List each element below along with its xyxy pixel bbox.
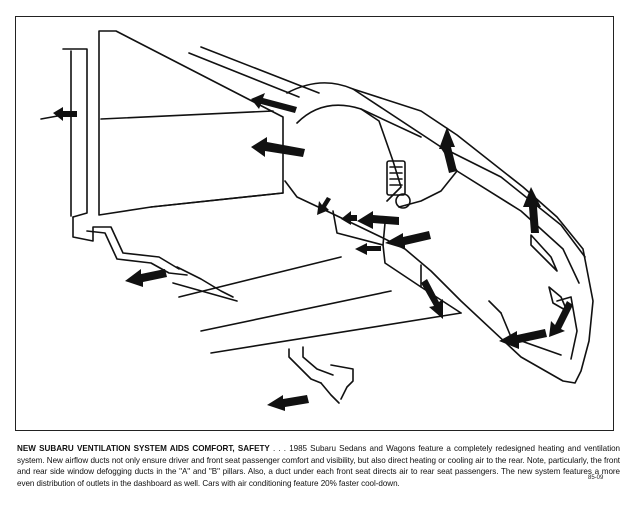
rear-defog-arrow xyxy=(53,107,77,121)
rear-duct-arrow xyxy=(421,279,443,319)
caption-headline: NEW SUBARU VENTILATION SYSTEM AIDS COMFO… xyxy=(17,444,270,453)
rear-seat-duct-outline xyxy=(288,346,354,404)
windshield-outline xyxy=(188,46,320,98)
center-vent-arrow-lower xyxy=(385,231,431,249)
rear-seat-floor-arrow xyxy=(267,395,309,411)
front-floor-arrow xyxy=(125,269,167,287)
lower-left-vent-arrow xyxy=(317,197,331,215)
dashboard-outline xyxy=(284,82,594,384)
center-vents-outline xyxy=(332,160,462,314)
photo-code: 85-09 xyxy=(588,475,604,481)
photo-caption: NEW SUBARU VENTILATION SYSTEM AIDS COMFO… xyxy=(17,443,620,489)
door-window-outline xyxy=(98,30,284,216)
b-pillar-outline xyxy=(40,48,88,218)
right-defroster-arrow xyxy=(523,187,541,233)
right-side-vent-arrow xyxy=(499,329,547,349)
center-vent-arrow-middle xyxy=(341,211,357,225)
center-vent-arrow-upper xyxy=(357,211,399,229)
center-console-arrow xyxy=(355,243,381,255)
caption-body: . . . 1985 Subaru Sedans and Wagons feat… xyxy=(17,444,620,488)
ventilation-system-line-drawing xyxy=(40,30,594,411)
defroster-arrow xyxy=(439,127,457,173)
illustration-frame xyxy=(15,16,614,431)
left-side-vent-arrow xyxy=(251,137,305,157)
right-door-defog-arrow xyxy=(549,301,573,337)
floor-duct-outline xyxy=(72,216,462,354)
a-pillar-defog-arrow xyxy=(251,93,297,113)
airflow-arrows xyxy=(53,93,573,411)
